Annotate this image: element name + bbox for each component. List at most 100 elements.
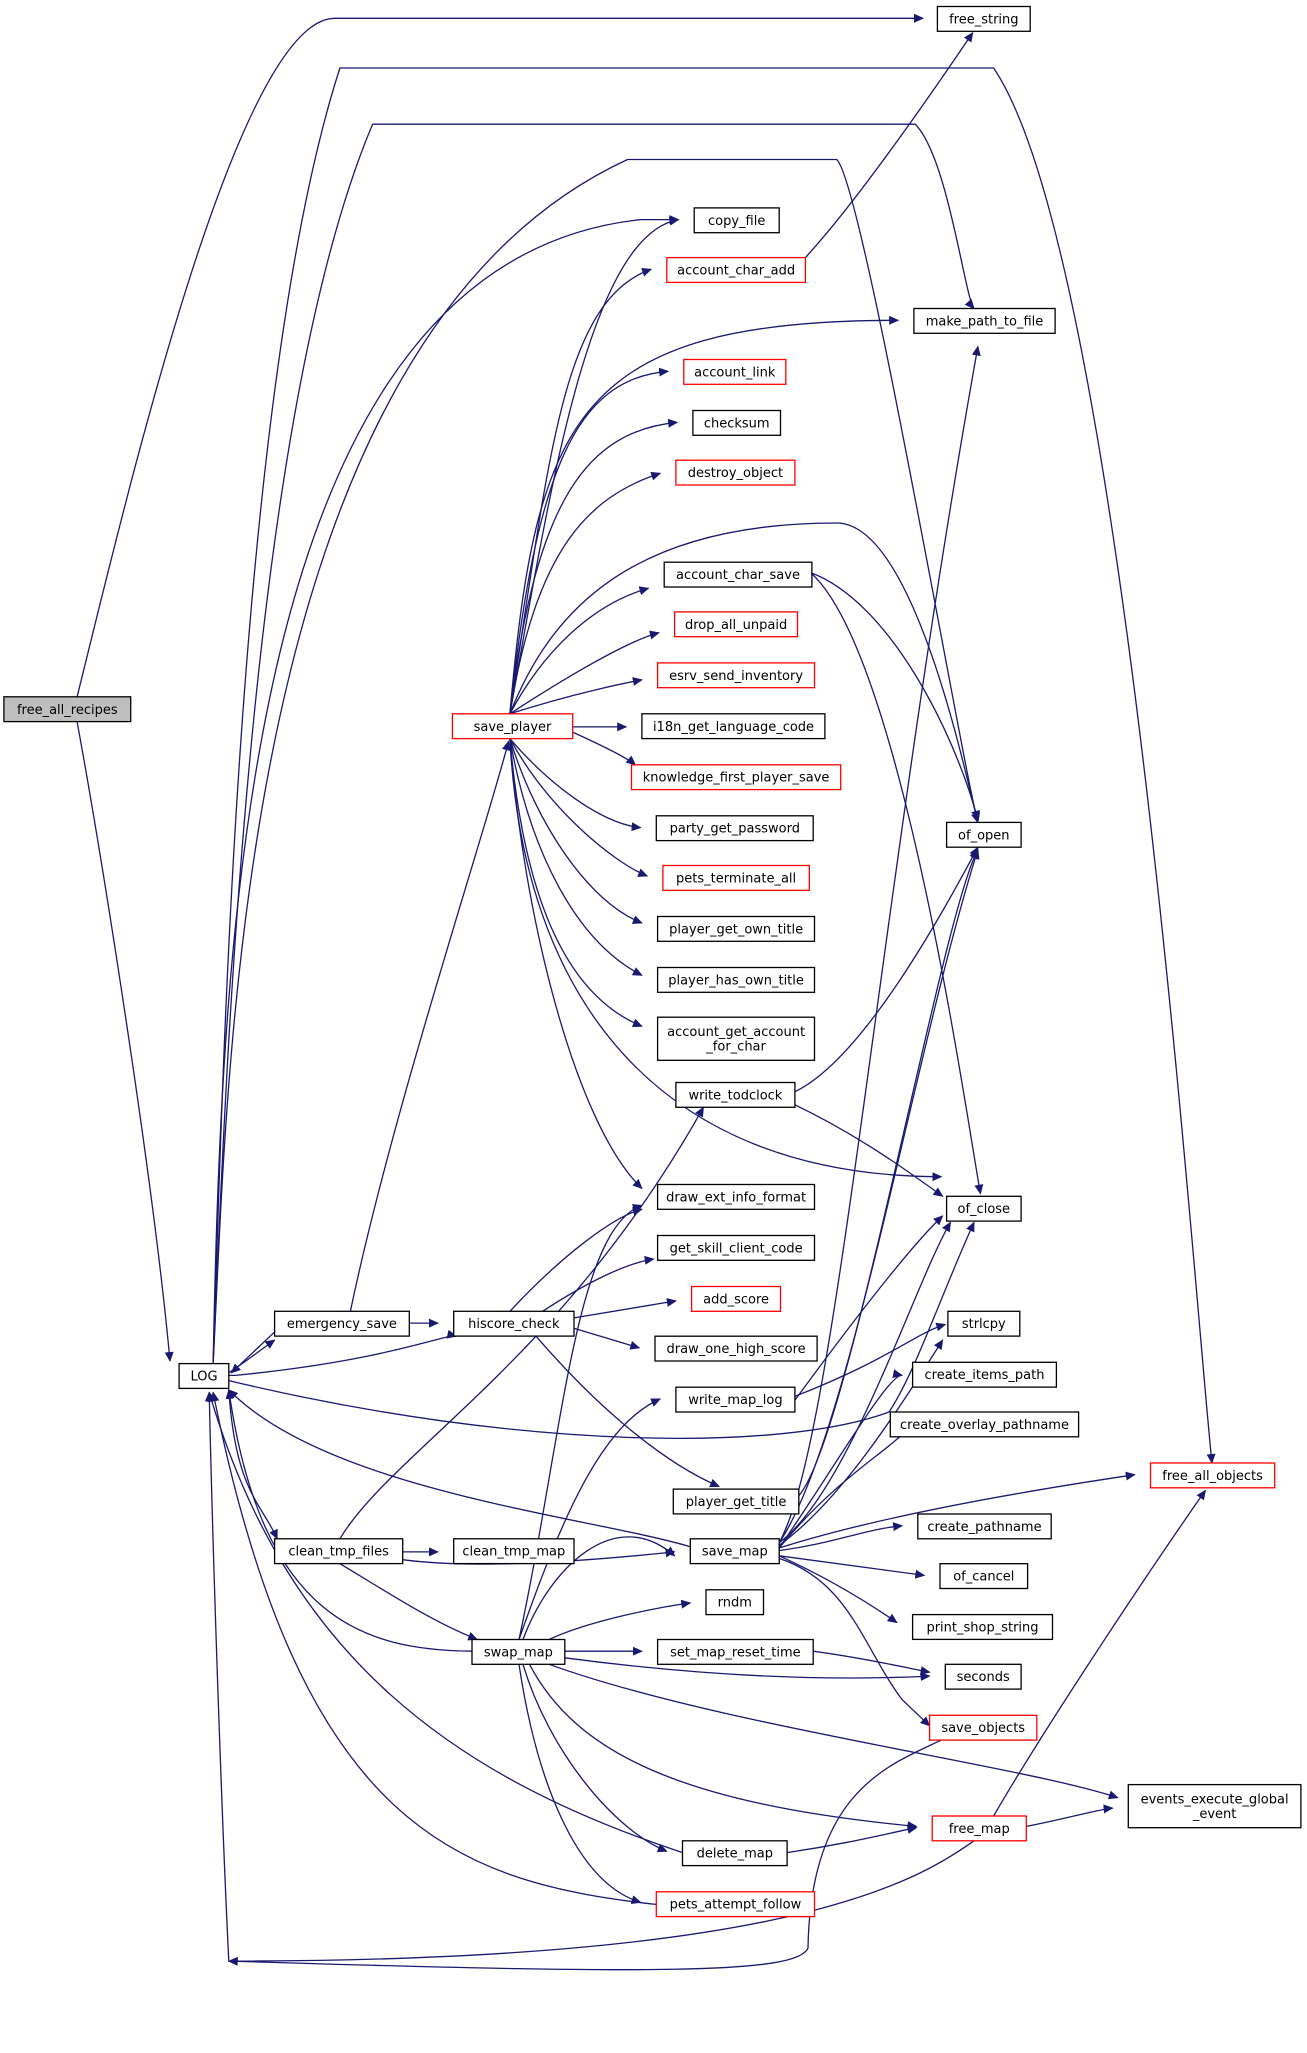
- node-label: drop_all_unpaid: [685, 618, 787, 633]
- edge-save_map-to-of_close: [778, 1221, 952, 1544]
- node-free-all-objects[interactable]: free_all_objects: [1149, 1462, 1276, 1489]
- node-of-cancel[interactable]: of_cancel: [939, 1563, 1029, 1590]
- edge-save_player-to-copy_file: [509, 216, 680, 714]
- node-box: [178, 1362, 230, 1390]
- edge-of_open-to-LOG: [212, 158, 980, 1364]
- node-set-map-reset-time[interactable]: set_map_reset_time: [656, 1638, 814, 1665]
- edge-write_todclock-to-of_open: [794, 846, 979, 1093]
- node-box: [656, 1638, 814, 1665]
- node-checksum[interactable]: checksum: [692, 409, 782, 436]
- node-hiscore-check[interactable]: hiscore_check: [453, 1310, 575, 1337]
- node-create-items-path[interactable]: create_items_path: [911, 1361, 1058, 1388]
- node-label: party_get_password: [670, 822, 800, 837]
- node-knowledge-first-player-save[interactable]: knowledge_first_player_save: [630, 764, 842, 791]
- node-LOG[interactable]: LOG: [178, 1362, 230, 1390]
- node-copy-file[interactable]: copy_file: [693, 207, 780, 234]
- node-of-close[interactable]: of_close: [945, 1195, 1022, 1222]
- edge-clean_tmp_files-to-write_todclock: [339, 1106, 704, 1540]
- node-box: [693, 207, 780, 234]
- node-of-open[interactable]: of_open: [945, 821, 1022, 848]
- node-drop-all-unpaid[interactable]: drop_all_unpaid: [673, 611, 799, 638]
- node-print-shop-string[interactable]: print_shop_string: [911, 1613, 1054, 1641]
- edge-save_map-to-save_objects: [778, 1557, 931, 1727]
- node-create-pathname[interactable]: create_pathname: [917, 1513, 1052, 1540]
- node-box: [705, 1589, 765, 1616]
- node-draw-ext-info-format[interactable]: draw_ext_info_format: [656, 1183, 816, 1210]
- node-rndm[interactable]: rndm: [705, 1589, 765, 1616]
- node-seconds[interactable]: seconds: [944, 1663, 1022, 1690]
- node-draw-one-high-score[interactable]: draw_one_high_score: [654, 1335, 818, 1362]
- node-clean-tmp-files[interactable]: clean_tmp_files: [273, 1538, 404, 1565]
- node-account-char-save[interactable]: account_char_save: [663, 561, 813, 588]
- node-strlcpy[interactable]: strlcpy: [947, 1310, 1021, 1337]
- node-delete-map[interactable]: delete_map: [681, 1840, 788, 1867]
- edge-write_todclock-to-of_close: [794, 1104, 944, 1197]
- node-box: [931, 1815, 1027, 1842]
- node-get-skill-client-code[interactable]: get_skill_client_code: [656, 1234, 816, 1261]
- edge-save_map-to-free_all_objects: [779, 1471, 1136, 1549]
- node-label: i18n_get_language_code: [653, 720, 814, 735]
- node-emergency-save[interactable]: emergency_save: [273, 1310, 410, 1337]
- edge-free_all_recipes-to-LOG: [76, 721, 174, 1362]
- node-free-all-recipes[interactable]: free_all_recipes: [3, 696, 132, 723]
- node-box: [656, 966, 816, 993]
- node-player-get-own-title[interactable]: player_get_own_title: [656, 915, 816, 942]
- edge-swap_map-to-seconds: [564, 1657, 931, 1682]
- edge-save_map-to-create_pathname: [779, 1522, 904, 1552]
- edge-save_map-to-of_open: [778, 848, 980, 1544]
- node-save-player[interactable]: save_player: [451, 713, 574, 740]
- node-save-objects[interactable]: save_objects: [928, 1714, 1038, 1741]
- edge-save_player-to-esrv_send_inventory: [509, 677, 643, 715]
- node-label: account_char_add: [677, 264, 795, 279]
- node-box: [273, 1310, 410, 1337]
- node-add-score[interactable]: add_score: [690, 1285, 782, 1312]
- node-write-map-log[interactable]: write_map_log: [675, 1386, 796, 1413]
- node-box: [656, 915, 816, 942]
- node-box: [928, 1714, 1038, 1741]
- node-box: [656, 1183, 816, 1210]
- node-create-overlay-pathname[interactable]: create_overlay_pathname: [889, 1411, 1080, 1438]
- node-destroy-object[interactable]: destroy_object: [675, 459, 796, 486]
- node-label: esrv_send_inventory: [669, 669, 803, 684]
- node-account-link[interactable]: account_link: [683, 358, 787, 385]
- node-label: clean_tmp_files: [288, 1545, 389, 1560]
- edge-save_map-to-print_shop_string: [778, 1555, 898, 1624]
- node-esrv-send-inventory[interactable]: esrv_send_inventory: [656, 662, 816, 689]
- node-account-char-add[interactable]: account_char_add: [666, 256, 807, 284]
- node-box: [655, 1891, 816, 1918]
- node-box: [662, 864, 810, 891]
- node-clean-tmp-map[interactable]: clean_tmp_map: [453, 1538, 575, 1565]
- edge-swap_map-to-draw_ext_info_format: [518, 1204, 643, 1640]
- node-pets-attempt-follow[interactable]: pets_attempt_follow: [655, 1891, 816, 1918]
- node-label: of_close: [958, 1202, 1011, 1217]
- node-label: swap_map: [484, 1645, 553, 1660]
- edge-set_map_reset_time-to-seconds: [813, 1650, 931, 1675]
- node-box: [692, 409, 782, 436]
- node-save-map[interactable]: save_map: [689, 1538, 780, 1565]
- node-account-get-account-for-char[interactable]: account_get_account_for_char: [656, 1016, 816, 1061]
- node-make-path-to-file[interactable]: make_path_to_file: [913, 307, 1056, 334]
- node-swap-map[interactable]: swap_map: [471, 1638, 566, 1665]
- node-player-get-title[interactable]: player_get_title: [672, 1488, 800, 1515]
- node-label: copy_file: [708, 214, 765, 229]
- node-pets-terminate-all[interactable]: pets_terminate_all: [662, 864, 810, 891]
- node-box: [947, 1310, 1021, 1337]
- edge-pets_attempt_follow-to-LOG: [210, 1391, 661, 1906]
- node-label: of_cancel: [953, 1570, 1014, 1585]
- node-label: free_all_recipes: [17, 703, 118, 718]
- node-box: [673, 611, 799, 638]
- node-i18n-get-language-code[interactable]: i18n_get_language_code: [641, 713, 826, 740]
- node-events-execute-global-event[interactable]: events_execute_global_event: [1127, 1783, 1302, 1829]
- node-free-string[interactable]: free_string: [936, 5, 1031, 32]
- node-box: [471, 1638, 566, 1665]
- node-label: seconds: [957, 1670, 1010, 1685]
- node-write-todclock[interactable]: write_todclock: [675, 1081, 796, 1108]
- node-player-has-own-title[interactable]: player_has_own_title: [656, 966, 816, 993]
- node-box: [3, 696, 132, 723]
- node-box: [1149, 1462, 1276, 1489]
- node-party-get-password[interactable]: party_get_password: [655, 815, 814, 842]
- node-box: [911, 1613, 1054, 1641]
- edge-write_map_log-to-strlcpy: [794, 1322, 947, 1397]
- edge-save_player-to-knowledge_first_player_save: [572, 731, 637, 766]
- node-free-map[interactable]: free_map: [931, 1815, 1027, 1842]
